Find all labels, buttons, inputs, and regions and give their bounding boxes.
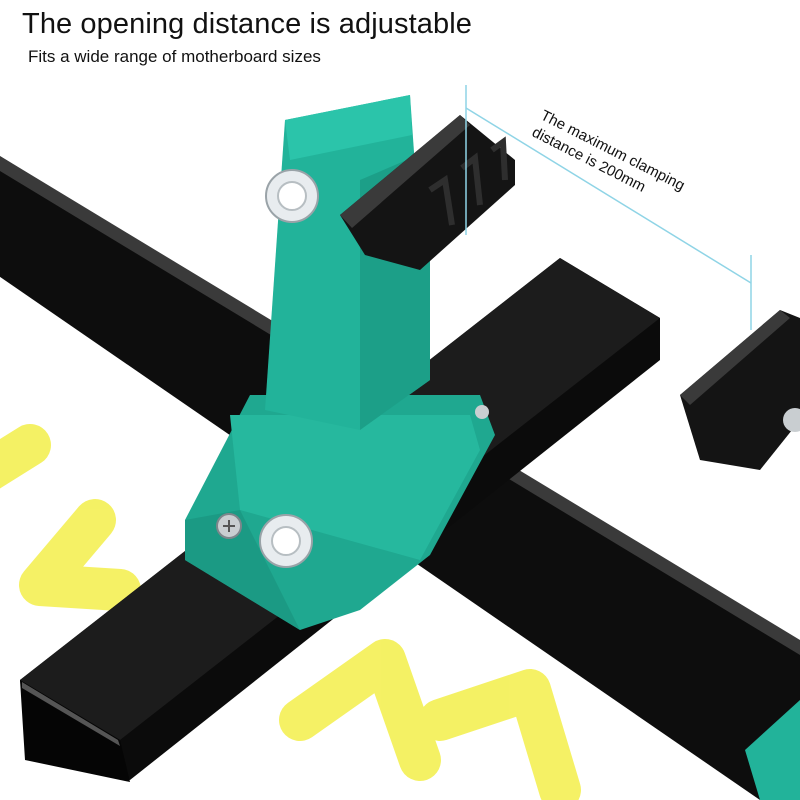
green-end-piece [745,700,800,800]
headline: The opening distance is adjustable [22,8,472,40]
clamp-jaw-left [340,115,515,270]
side-screw [475,405,489,419]
knurled-screw-top [265,169,319,223]
phillips-screw [216,513,242,539]
subheadline: Fits a wide range of motherboard sizes [28,47,321,66]
yellow-chevron-arrows [0,424,581,800]
clamp-jaw-right [680,310,800,470]
distance-guide-lines [465,85,752,330]
knurled-screw-bottom [259,514,313,568]
